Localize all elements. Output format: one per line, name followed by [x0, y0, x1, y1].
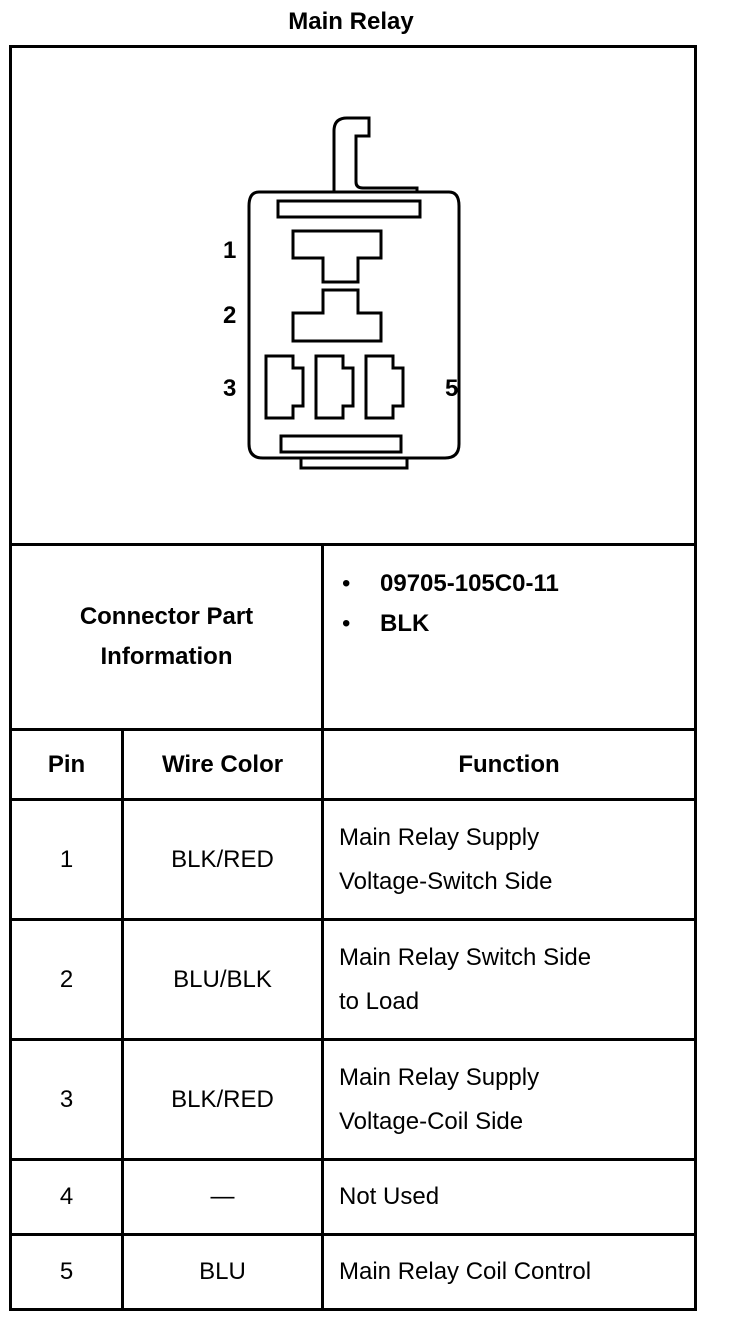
- part-number-item: • 09705-105C0-11: [342, 564, 694, 604]
- top-slot: [276, 199, 422, 218]
- pinout-table: 1 2 3 5 Connector Part Information • 0970…: [8, 45, 698, 1311]
- function-line-1: Not Used: [339, 1183, 440, 1210]
- pin-label-5: 5: [445, 375, 458, 402]
- function-line-1: Main Relay Supply: [339, 1063, 540, 1091]
- bullet-icon: •: [342, 610, 351, 637]
- table-row: 4 — Not Used: [9, 1158, 698, 1236]
- connector-part-info-values: • 09705-105C0-11 • BLK: [320, 543, 698, 731]
- function-line-2: Voltage-Switch Side: [339, 867, 553, 895]
- function-cell: Not Used: [320, 1158, 698, 1236]
- table-row: 1 BLK/RED Main Relay Supply Voltage-Swit…: [9, 798, 698, 921]
- bullet-icon: •: [342, 570, 351, 597]
- table-row: 5 BLU Main Relay Coil Control: [9, 1233, 698, 1311]
- function-line-1: Main Relay Coil Control: [339, 1258, 592, 1285]
- connector-part-list: • 09705-105C0-11 • BLK: [324, 564, 694, 644]
- terminal-pin-4: [314, 354, 355, 419]
- connector-diagram: 1 2 3 5: [223, 116, 461, 469]
- terminal-pin-3: [264, 354, 305, 419]
- pin-cell: 3: [9, 1038, 124, 1161]
- bottom-slot: [279, 434, 403, 453]
- terminal-pin-5: [364, 354, 405, 419]
- function-cell: Main Relay Supply Voltage-Coil Side: [320, 1038, 698, 1161]
- connector-part-info-label: Connector Part Information: [9, 543, 324, 731]
- connector-bottom-key: [299, 457, 409, 469]
- function-cell: Main Relay Switch Side to Load: [320, 918, 698, 1041]
- pin-label-3: 3: [223, 375, 236, 402]
- info-label-line-1: Connector Part: [79, 603, 254, 630]
- wire-color-cell: —: [121, 1158, 324, 1236]
- pin-cell: 1: [9, 798, 124, 921]
- function-line-2: Voltage-Coil Side: [339, 1107, 524, 1135]
- column-header-function: Function: [320, 728, 698, 801]
- wire-color-cell: BLK/RED: [121, 1038, 324, 1161]
- part-number: 09705-105C0-11: [380, 570, 559, 597]
- page-title: Main Relay: [288, 8, 414, 35]
- pin-cell: 4: [9, 1158, 124, 1236]
- terminal-pin-2: [291, 288, 383, 342]
- function-cell: Main Relay Coil Control: [320, 1233, 698, 1311]
- pin-label-2: 2: [223, 302, 236, 329]
- pin-cell: 2: [9, 918, 124, 1041]
- table-row: 2 BLU/BLK Main Relay Switch Side to Load: [9, 918, 698, 1041]
- function-line-1: Main Relay Supply: [339, 823, 540, 851]
- table-row: 3 BLK/RED Main Relay Supply Voltage-Coil…: [9, 1038, 698, 1161]
- terminal-pin-1: [291, 229, 383, 283]
- pin-cell: 5: [9, 1233, 124, 1311]
- connector-latch: [332, 116, 419, 192]
- connector-diagram-cell: 1 2 3 5: [8, 45, 698, 546]
- pin-label-1: 1: [223, 237, 236, 264]
- connector-body: [247, 190, 461, 459]
- wire-color-cell: BLU: [121, 1233, 324, 1311]
- color-item: • BLK: [342, 604, 694, 644]
- wire-color-cell: BLU/BLK: [121, 918, 324, 1041]
- function-cell: Main Relay Supply Voltage-Switch Side: [320, 798, 698, 921]
- function-line-2: to Load: [339, 987, 420, 1015]
- wire-color-cell: BLK/RED: [121, 798, 324, 921]
- column-header-pin: Pin: [9, 728, 124, 801]
- column-header-wire-color: Wire Color: [121, 728, 324, 801]
- function-line-1: Main Relay Switch Side: [339, 943, 592, 971]
- info-label-line-2: Information: [100, 643, 233, 670]
- connector-color: BLK: [380, 610, 430, 637]
